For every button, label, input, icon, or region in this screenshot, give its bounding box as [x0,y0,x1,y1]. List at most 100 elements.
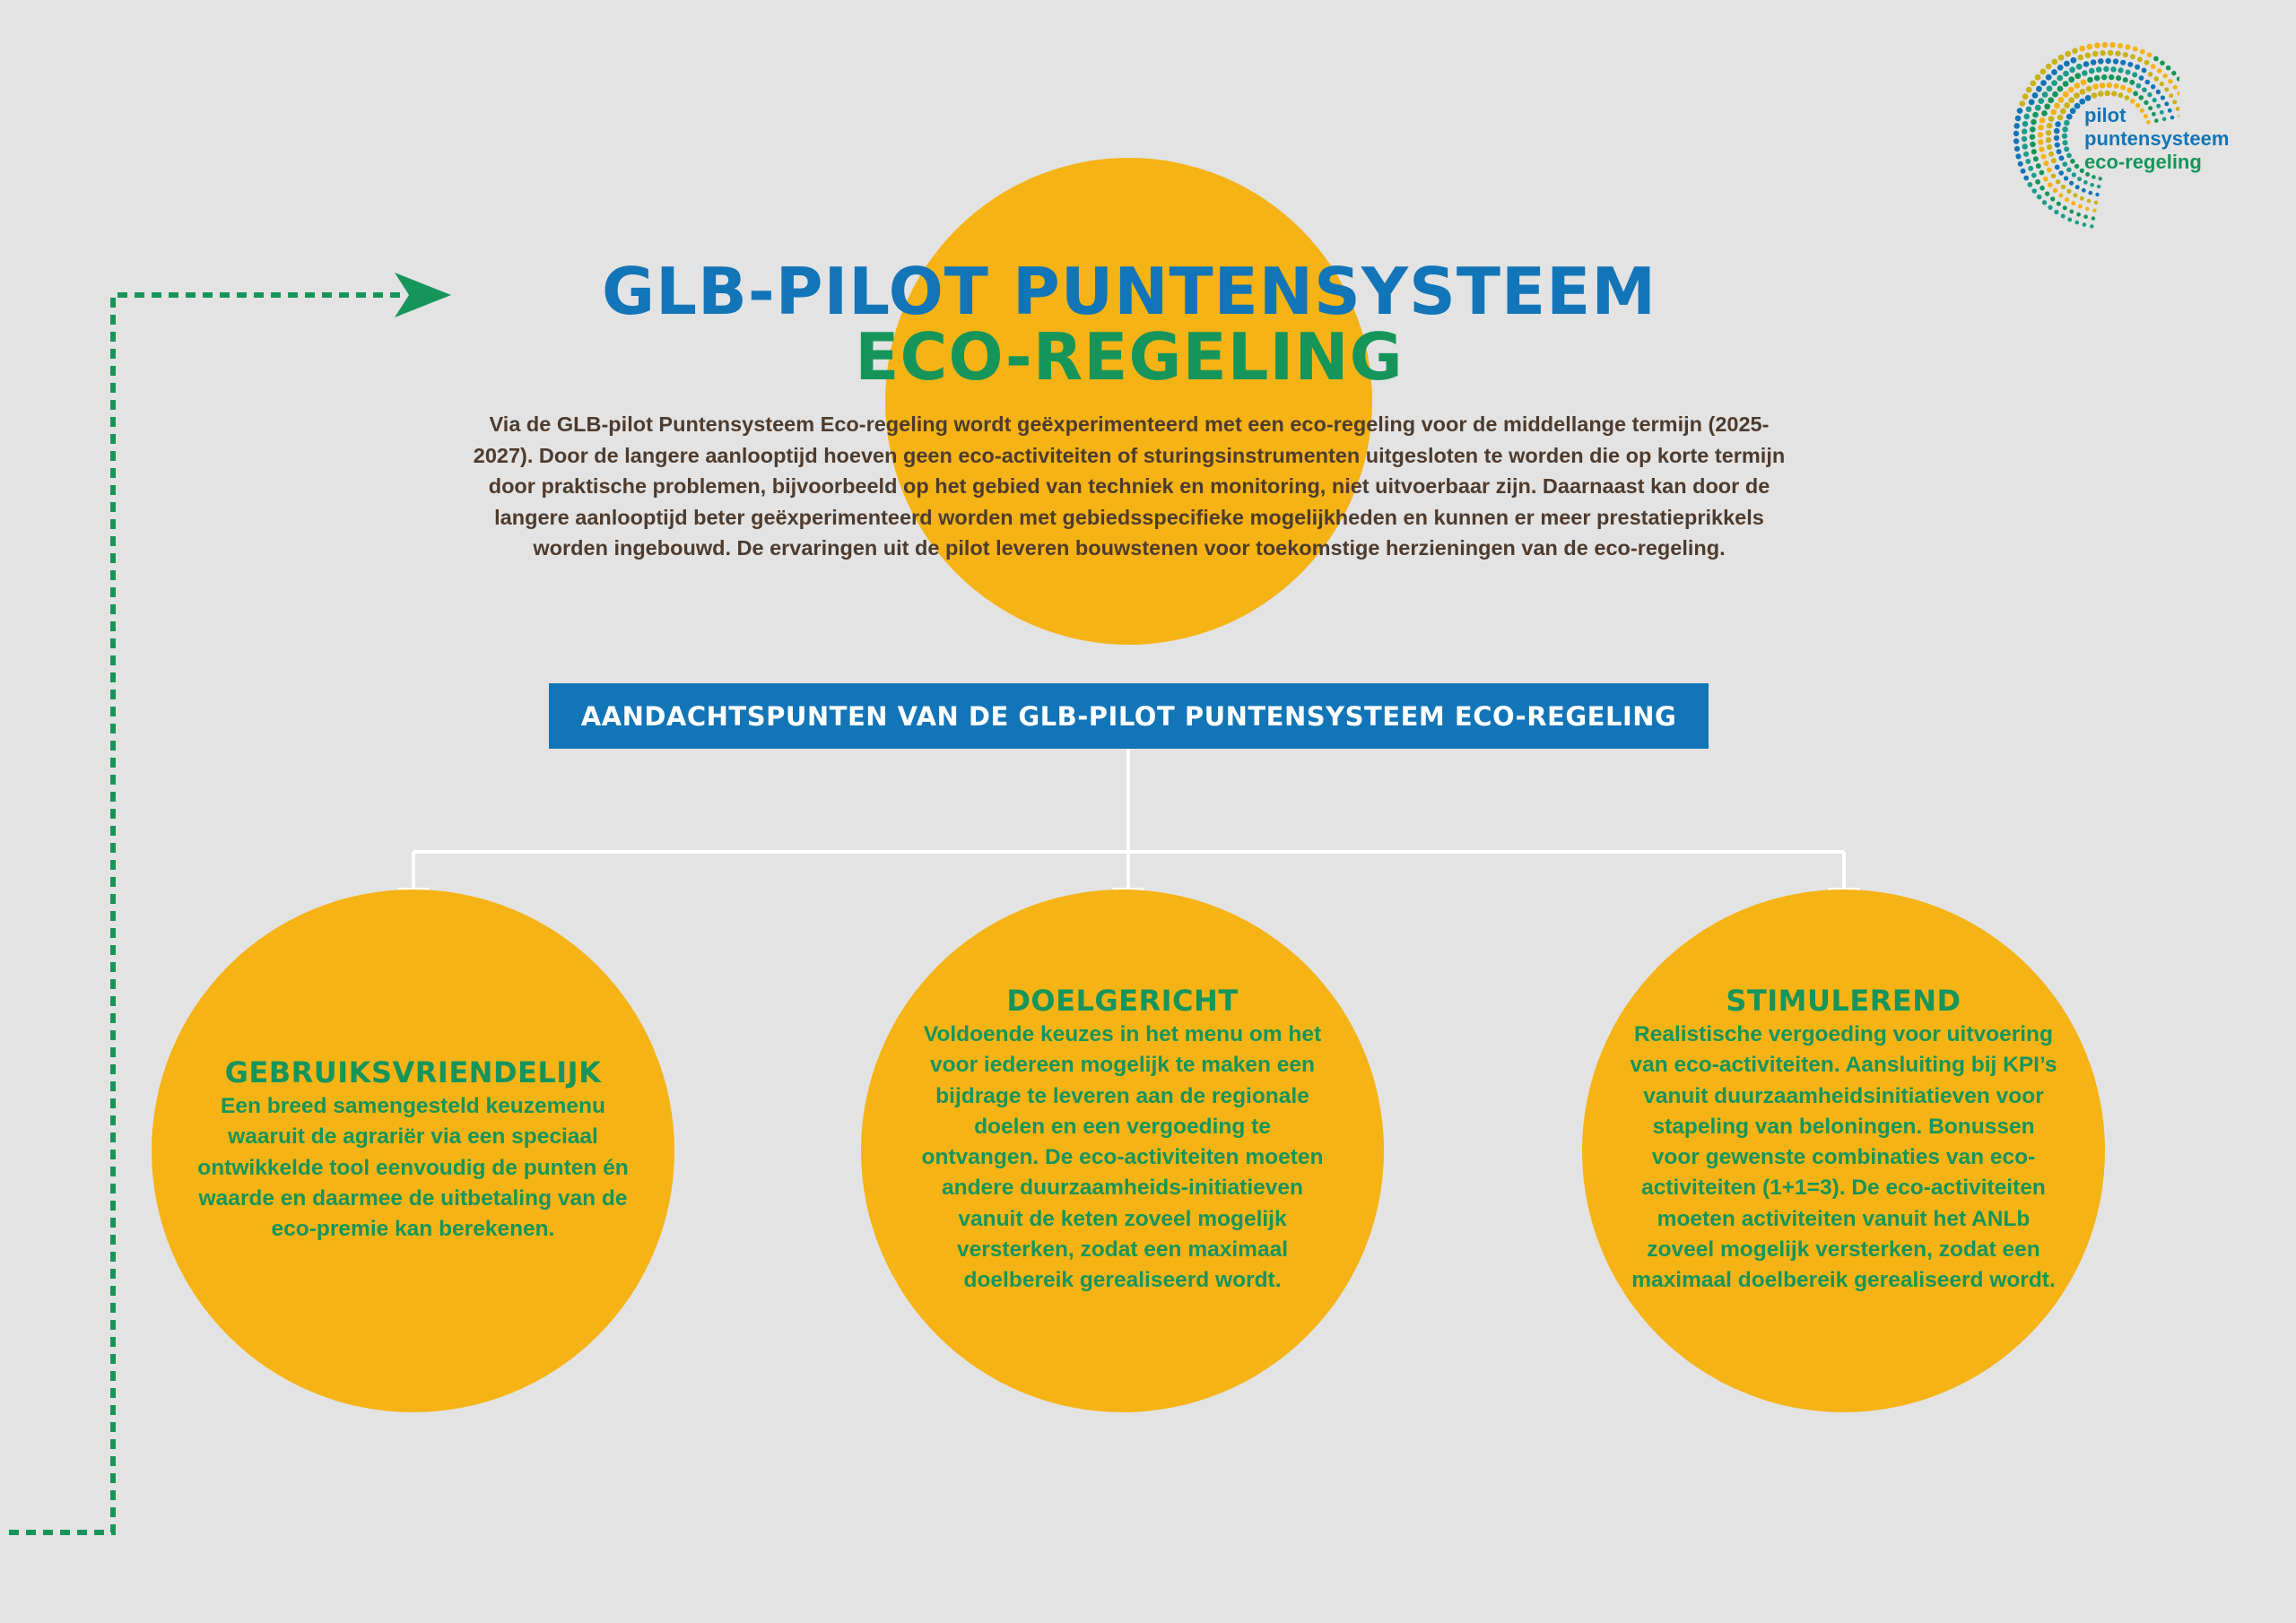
logo-dot [2014,115,2022,122]
logo-dot [2168,79,2173,84]
logo-dot [2085,171,2091,177]
logo-dot [2054,102,2060,109]
point-circle-doelgericht: DOELGERICHT Voldoende keuzes in het menu… [861,890,1384,1412]
logo-dot [2068,97,2075,104]
logo-dot [2039,185,2045,191]
logo-dot [2056,149,2062,155]
logo-dot [2156,68,2162,74]
logo-dot [2091,216,2096,221]
logo-dot [2051,69,2057,75]
logo-dot [2155,89,2161,95]
point-circle-stimulerend: STIMULEREND Realistische vergoeding voor… [1582,890,2105,1412]
logo-dot [2039,169,2045,176]
logo-dot [2092,208,2097,213]
page-title-line1: GLB-PILOT PUNTENSYSTEEM [601,254,1657,329]
logo-dot [2043,176,2048,182]
logo-dot [2013,145,2021,152]
logo-dot [2062,140,2068,146]
logo-dot [2074,82,2081,89]
logo-line1: pilot [2084,104,2126,126]
logo-dot [2016,108,2023,114]
intro-paragraph: Via de GLB-pilot Puntensysteem Eco-regel… [473,412,1786,560]
logo-dot [2110,66,2117,73]
logo-dot [2069,66,2075,74]
logo-dot [2057,65,2064,71]
logo-dot [2066,167,2072,173]
logo-dot [2098,177,2102,181]
logo-dot [2151,84,2156,90]
logo-dot [2063,70,2069,77]
logo-dot [2139,108,2144,113]
logo-dot [2132,72,2138,78]
logo-dot [2045,130,2052,136]
logo-dot [2038,139,2044,145]
logo-dot [2023,113,2030,120]
logo-dot [2035,178,2040,185]
logo-dot [2175,107,2179,111]
logo-dot [2066,188,2072,194]
logo-dot [2095,66,2102,73]
logo-text: pilot puntensysteem eco-regeling [2084,104,2229,174]
logo-dot [2069,180,2074,186]
logo-dot [2075,63,2083,70]
logo-dot [2017,161,2023,167]
logo-dot [2072,48,2078,55]
logo-dot [2066,152,2072,159]
logo-dot [2054,142,2060,148]
logo-dot [2056,201,2061,206]
logo-dot [2038,124,2044,131]
logo-dot [2111,91,2118,97]
logo-dot [2047,167,2052,173]
logo-dot [2133,91,2138,97]
logo-dot [2081,187,2086,193]
logo-dot [2074,185,2080,190]
logo-dot [2013,123,2020,129]
logo-dot [2153,56,2159,62]
logo-dot [2125,44,2131,50]
logo-dot [2154,118,2159,123]
logo-dot [2092,83,2099,90]
logo-dot [2030,80,2037,87]
logo-dot [2032,156,2039,162]
point-text: Voldoende keuzes in het menu om het voor… [921,1022,1324,1293]
logo-dot [2037,132,2044,138]
logo-dot [2161,117,2167,122]
logo-dot [2165,65,2171,71]
logo-dot [2124,95,2130,100]
logo-dot [2079,98,2086,105]
logo-dot [2041,91,2048,98]
point-circle-gebruiksvriendelijk: GEBRUIKSVRIENDELIJK Een breed samengeste… [152,890,674,1412]
logo-dot [2023,175,2030,181]
point-text: Een breed samengesteld keuzemenu waaruit… [197,1094,629,1242]
logo-dot [2082,222,2087,227]
logo-dot [2084,52,2092,58]
logo-dot [2032,111,2039,118]
logo-dot [2079,88,2086,95]
logo-dot [2152,98,2157,103]
logo-dot [2159,81,2164,87]
logo-dot [2120,84,2126,91]
page-title-line2: ECO-REGELING [855,319,1404,395]
logo-dot [2079,168,2084,173]
logo-dot [2034,104,2041,111]
logo-dot [2120,59,2126,65]
logo-dot [2059,108,2066,115]
logo-dot [2162,73,2168,79]
logo-dot [2061,133,2068,139]
logo-dot [2160,60,2165,66]
point-heading: GEBRUIKSVRIENDELIJK [224,1055,602,1089]
logo-dot [2048,204,2053,210]
logo-dot [2170,115,2175,120]
logo-dot [2159,109,2164,115]
logo-dot [2115,50,2121,56]
logo-dot [2101,41,2109,48]
logo-dot [2086,198,2092,204]
logo-dot [2172,100,2178,105]
logo-dot [2060,184,2066,190]
logo-dot [2079,195,2084,201]
logo-dot [2054,127,2060,135]
logo-dot [2171,70,2177,76]
logo-dot [2064,60,2070,67]
logo-dot [2058,170,2064,176]
